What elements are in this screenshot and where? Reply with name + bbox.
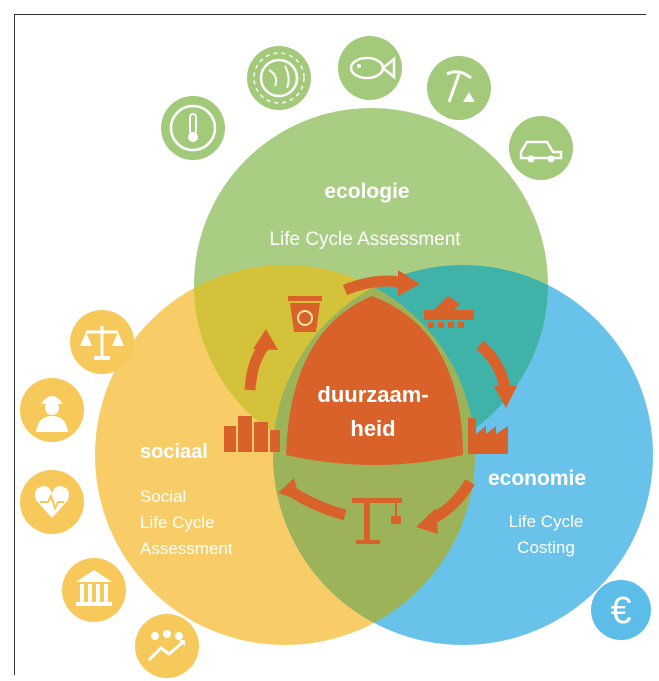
city-buildings-icon — [224, 416, 280, 452]
mining-pickaxe-icon — [427, 56, 491, 120]
worker-icon — [20, 378, 84, 442]
euro-symbol: € — [610, 590, 631, 632]
community-growth-icon — [135, 614, 199, 678]
ecologie-subtitle: Life Cycle Assessment — [269, 229, 461, 250]
heart-pulse-icon — [20, 470, 84, 534]
cycle-arrow-top — [342, 275, 401, 296]
ecologie-title: ecologie — [324, 180, 409, 203]
economie-title: economie — [488, 467, 586, 490]
cycle-arrow-right — [476, 340, 511, 390]
center-line-2: heid — [350, 416, 395, 441]
euro-icon: € — [591, 580, 651, 640]
recycle-bin-icon — [288, 296, 322, 332]
economie-subtitle-line-2: Costing — [517, 538, 575, 557]
economie-subtitle-line-1: Life Cycle — [509, 512, 584, 531]
government-building-icon — [62, 558, 126, 622]
sociaal-subtitle-line-2: Life Cycle — [140, 513, 215, 532]
globe-icon — [247, 46, 311, 110]
car-icon — [509, 116, 573, 180]
sociaal-subtitle-line-1: Social — [140, 487, 186, 506]
factory-icon — [468, 418, 508, 454]
scales-of-justice-icon — [70, 310, 134, 374]
center-sustainability-shape — [286, 296, 463, 465]
frame-border — [14, 14, 646, 675]
fish-icon — [338, 36, 402, 100]
construction-crane-icon — [352, 498, 402, 544]
sociaal-subtitle-line-3: Assessment — [140, 539, 233, 558]
raw-material-extraction-icon — [424, 296, 474, 328]
sociaal-title: sociaal — [140, 441, 208, 463]
center-line-1: duurzaam- — [317, 382, 428, 407]
cycle-arrow-heads — [253, 270, 517, 534]
thermometer-icon — [161, 96, 225, 160]
